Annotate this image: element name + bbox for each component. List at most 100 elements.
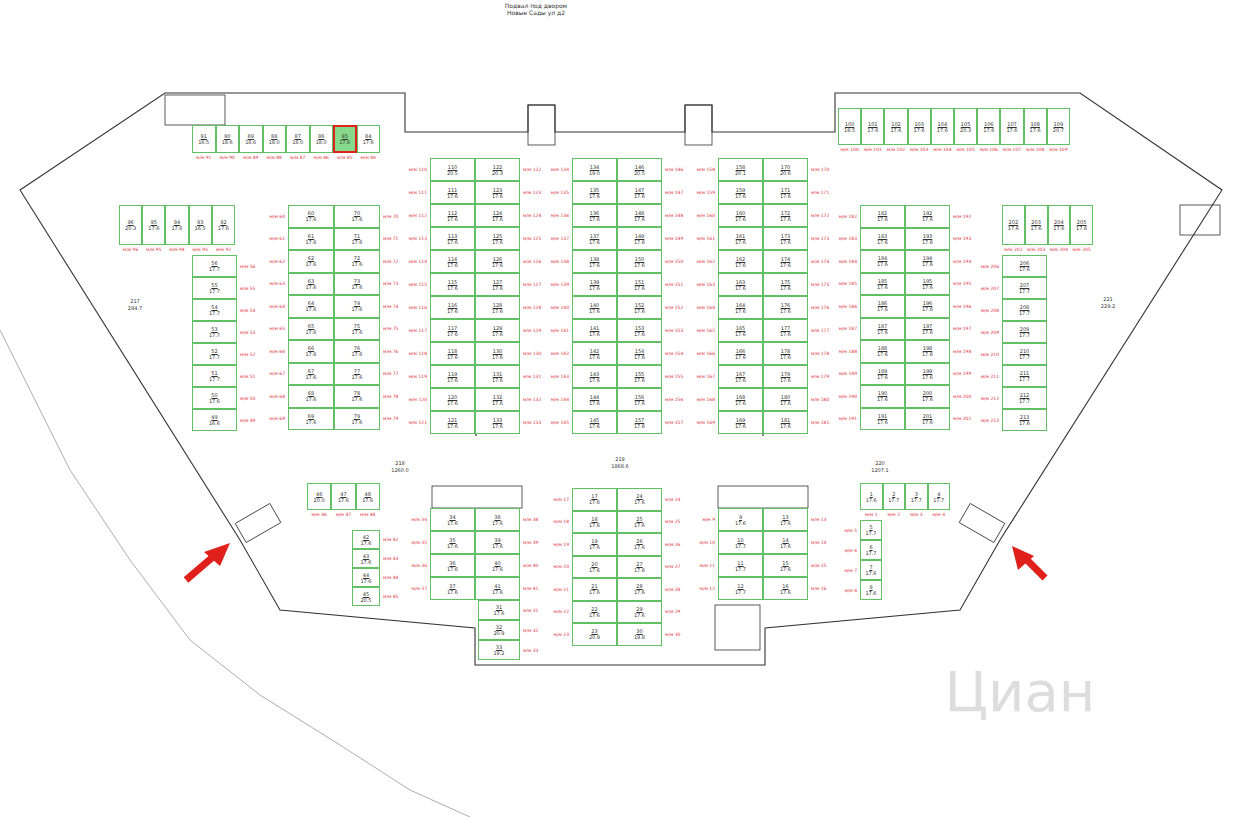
parking-space: 18917.6	[860, 363, 905, 386]
space-number: 73	[354, 278, 360, 284]
space-area: 17.6	[634, 400, 645, 406]
space-number: 9	[739, 514, 742, 520]
space-area: 17.6	[922, 329, 933, 335]
parking-space: 5417.7	[192, 299, 237, 321]
space-tag: м/м 17	[554, 497, 569, 502]
space-area: 19.2	[493, 650, 504, 656]
space-tag: м/м 201	[953, 416, 971, 421]
space-number: 134	[590, 164, 600, 170]
space-number: 208	[1020, 304, 1030, 310]
parking-space: 1617.6	[763, 577, 808, 600]
space-tag: м/м 62	[270, 259, 285, 264]
parking-space: 1017.7	[718, 531, 763, 554]
technical-room	[432, 486, 522, 508]
parking-space: 917.6	[718, 508, 763, 531]
space-number: 67	[308, 368, 314, 374]
space-tag: м/м 141	[551, 328, 569, 333]
space-area: 18.0	[316, 139, 327, 145]
space-tag: м/м 27	[665, 564, 680, 569]
space-tag: м/м 93	[192, 247, 207, 252]
space-area: 17.6	[634, 499, 645, 505]
space-area: 17.6	[922, 374, 933, 380]
space-tag: м/м 122	[523, 167, 541, 172]
parking-space: 3417.6	[430, 508, 475, 531]
space-tag: м/м 117	[409, 328, 427, 333]
parking-space: 16317.6	[718, 273, 763, 296]
space-number: 22	[591, 606, 597, 612]
parking-space: 17517.6	[763, 273, 808, 296]
space-tag: м/м 26	[665, 542, 680, 547]
parking-space: 15117.6	[617, 273, 662, 296]
space-tag: м/м 119	[409, 374, 427, 379]
space-tag: м/м 205	[1072, 247, 1090, 252]
space-area: 20.5	[634, 170, 645, 176]
parking-space: 15617.6	[617, 388, 662, 411]
parking-space: 7417.6	[334, 295, 380, 318]
space-number: 167	[736, 371, 746, 377]
parking-space: 14117.6	[572, 319, 617, 342]
space-tag: м/м 124	[523, 213, 541, 218]
space-area: 17.6	[890, 127, 901, 133]
parking-space: 5117.7	[192, 365, 237, 387]
space-tag: м/м 30	[665, 632, 680, 637]
space-area: 17.7	[1019, 354, 1030, 360]
parking-space: 3019.8	[617, 623, 662, 646]
parking-space: 3319.2	[478, 640, 520, 660]
room-area: 294.7	[128, 305, 142, 311]
parking-space: 1817.6	[572, 511, 617, 534]
space-area: 17.6	[1053, 225, 1064, 231]
parking-space: 11020.5	[430, 158, 475, 181]
parking-space: 7017.6	[334, 205, 380, 228]
space-tag: м/м 164	[697, 305, 715, 310]
space-number: 159	[736, 187, 746, 193]
space-area: 17.7	[911, 497, 922, 503]
parking-space: 1917.6	[572, 533, 617, 556]
space-area: 17.6	[877, 419, 888, 425]
space-number: 69	[308, 413, 314, 419]
space-tag: м/м 126	[523, 259, 541, 264]
space-tag: м/м 79	[383, 416, 398, 421]
space-area: 17.6	[634, 544, 645, 550]
parking-space: 13917.6	[572, 273, 617, 296]
space-area: 17.6	[447, 520, 458, 526]
space-tag: м/м 175	[811, 282, 829, 287]
parking-space: 11817.6	[430, 342, 475, 365]
space-number: 129	[493, 325, 503, 331]
space-area: 17.7	[933, 497, 944, 503]
space-tag: м/м 197	[953, 326, 971, 331]
parking-space: 1317.6	[763, 508, 808, 531]
space-tag: м/м 209	[981, 330, 999, 335]
space-number: 63	[308, 278, 314, 284]
space-tag: м/м 95	[146, 247, 161, 252]
space-number: 48	[365, 491, 371, 497]
space-tag: м/м 130	[523, 351, 541, 356]
space-number: 24	[636, 493, 642, 499]
space-area: 17.6	[877, 216, 888, 222]
space-tag: м/м 192	[953, 214, 971, 219]
space-tag: м/м 121	[409, 420, 427, 425]
space-tag: м/м 176	[811, 305, 829, 310]
space-area: 17.6	[360, 578, 371, 584]
parking-space: 3717.6	[430, 577, 475, 600]
space-number: 45	[363, 591, 369, 597]
space-number: 2	[892, 491, 895, 497]
space-number: 52	[211, 348, 217, 354]
space-area: 17.7	[209, 354, 220, 360]
space-tag: м/м 120	[409, 397, 427, 402]
space-area: 17.6	[634, 239, 645, 245]
space-tag: м/м 108	[1026, 147, 1044, 152]
parking-space: 7517.6	[334, 318, 380, 341]
space-area: 20.3	[492, 170, 503, 176]
space-tag: м/м 163	[697, 282, 715, 287]
space-tag: м/м 8	[844, 588, 857, 593]
space-tag: м/м 43	[383, 556, 398, 561]
space-area: 17.6	[492, 239, 503, 245]
space-tag: м/м 41	[523, 586, 538, 591]
space-tag: м/м 194	[953, 259, 971, 264]
space-tag: м/м 128	[523, 305, 541, 310]
space-number: 163	[736, 279, 746, 285]
space-area: 17.6	[877, 351, 888, 357]
space-area: 17.6	[338, 497, 349, 503]
parking-space: 19417.6	[905, 250, 950, 273]
space-number: 41	[494, 583, 500, 589]
